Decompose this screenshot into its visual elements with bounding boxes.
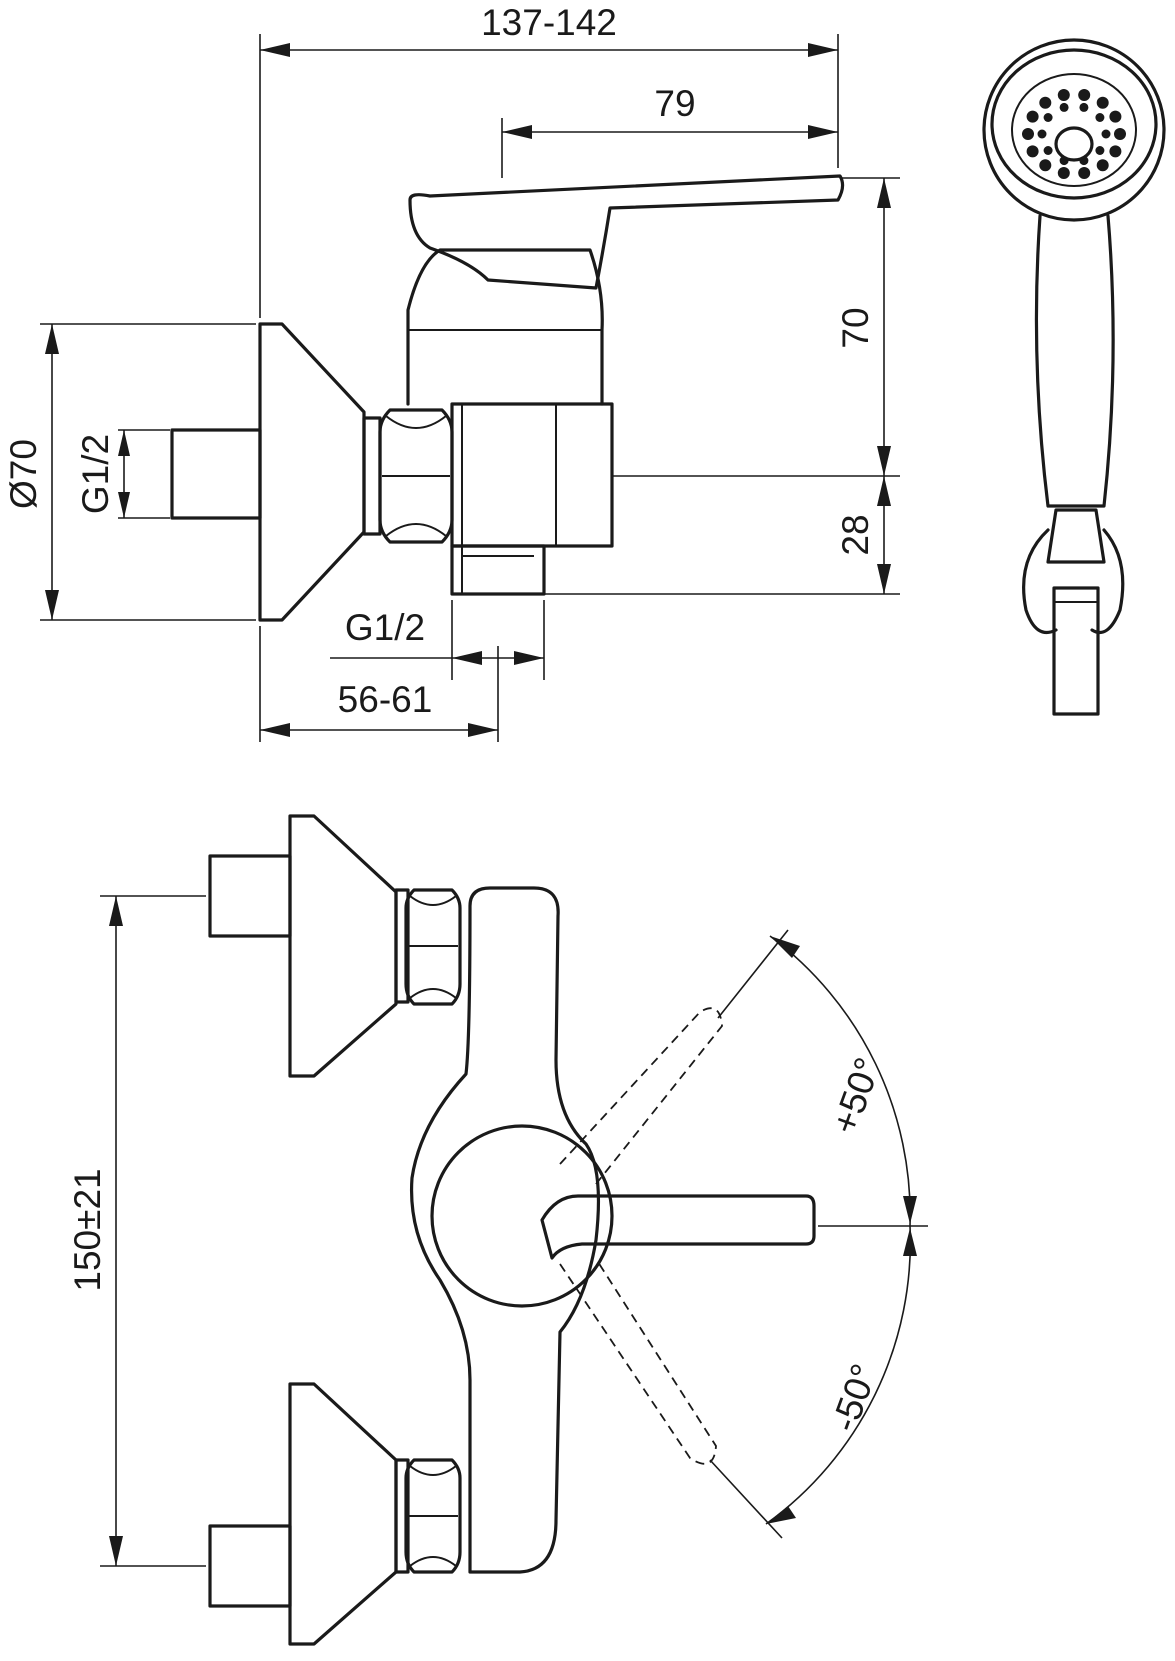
nozzle-dot xyxy=(1109,110,1122,123)
nozzle-dot xyxy=(1039,159,1052,172)
side-lever xyxy=(408,174,845,290)
side-view xyxy=(170,174,845,622)
top-cartridge-ring xyxy=(430,1124,614,1308)
dim-rotation-down: -50° xyxy=(823,1359,885,1437)
nozzle-dot xyxy=(1109,145,1122,158)
nozzle-dot xyxy=(1057,89,1070,101)
side-inlet-stub xyxy=(170,428,262,520)
top-upper-stub xyxy=(208,854,292,938)
top-lower-flange xyxy=(288,1382,398,1646)
side-outlet xyxy=(450,544,546,596)
nozzle-dot xyxy=(1079,102,1089,112)
dim-lever-height: 70 xyxy=(835,307,876,348)
nozzle-dot xyxy=(1059,156,1069,166)
top-view xyxy=(208,814,816,1646)
nozzle-dot xyxy=(1026,110,1039,123)
top-lever xyxy=(540,1194,816,1260)
dim-inlet-spacing: 150±21 xyxy=(67,1168,108,1291)
nozzle-dot xyxy=(1026,145,1039,158)
nozzle-dot xyxy=(1043,113,1053,122)
holder-bracket xyxy=(1052,586,1100,716)
top-upper-nut xyxy=(404,888,462,1006)
nozzle-dot xyxy=(1078,89,1091,101)
nozzle-dot xyxy=(1043,146,1053,155)
lever-ghost-down xyxy=(559,1261,717,1465)
nozzle-dot xyxy=(1096,159,1109,172)
hand-shower xyxy=(982,38,1166,716)
dim-rotation-up: +50° xyxy=(824,1052,889,1139)
spray-nozzles xyxy=(1022,89,1126,179)
dim-lever-depth: 79 xyxy=(654,83,695,124)
side-mixer-body xyxy=(450,402,614,548)
top-mixer-body xyxy=(409,886,601,1574)
nozzle-dot xyxy=(1114,128,1126,140)
side-wall-flange xyxy=(258,322,366,622)
side-dimensions: 137-142 79 70 28 Ø70 G1/2 xyxy=(3,2,900,742)
nozzle-dot xyxy=(1079,156,1089,166)
nozzle-dot xyxy=(1037,129,1047,139)
shower-handle xyxy=(1034,214,1115,508)
top-upper-flange xyxy=(288,814,398,1078)
top-lower-stub xyxy=(208,1524,292,1608)
nozzle-dot xyxy=(1039,96,1052,109)
dim-outlet-height: 28 xyxy=(835,514,876,555)
dim-flange-diameter: Ø70 xyxy=(3,439,44,509)
dim-outlet-thread: G1/2 xyxy=(345,607,425,648)
nozzle-dot xyxy=(1101,129,1111,139)
nozzle-dot xyxy=(1078,167,1091,179)
nozzle-dot xyxy=(1095,146,1105,155)
side-cartridge-dome xyxy=(406,248,604,406)
lever-ghost-up xyxy=(559,1007,723,1185)
shower-holder xyxy=(1046,508,1106,564)
top-dimensions: 150±21 +50° -50° xyxy=(67,895,928,1567)
nozzle-dot xyxy=(1096,96,1109,109)
dim-wall-to-outlet: 56-61 xyxy=(338,679,433,720)
nozzle-dot xyxy=(1057,167,1070,179)
nozzle-dot xyxy=(1095,113,1105,122)
top-lower-nut xyxy=(404,1458,462,1574)
nozzle-dot xyxy=(1059,102,1069,112)
dim-overall-depth: 137-142 xyxy=(481,2,617,43)
nozzle-dot xyxy=(1022,128,1034,140)
dim-inlet-thread: G1/2 xyxy=(75,434,116,514)
